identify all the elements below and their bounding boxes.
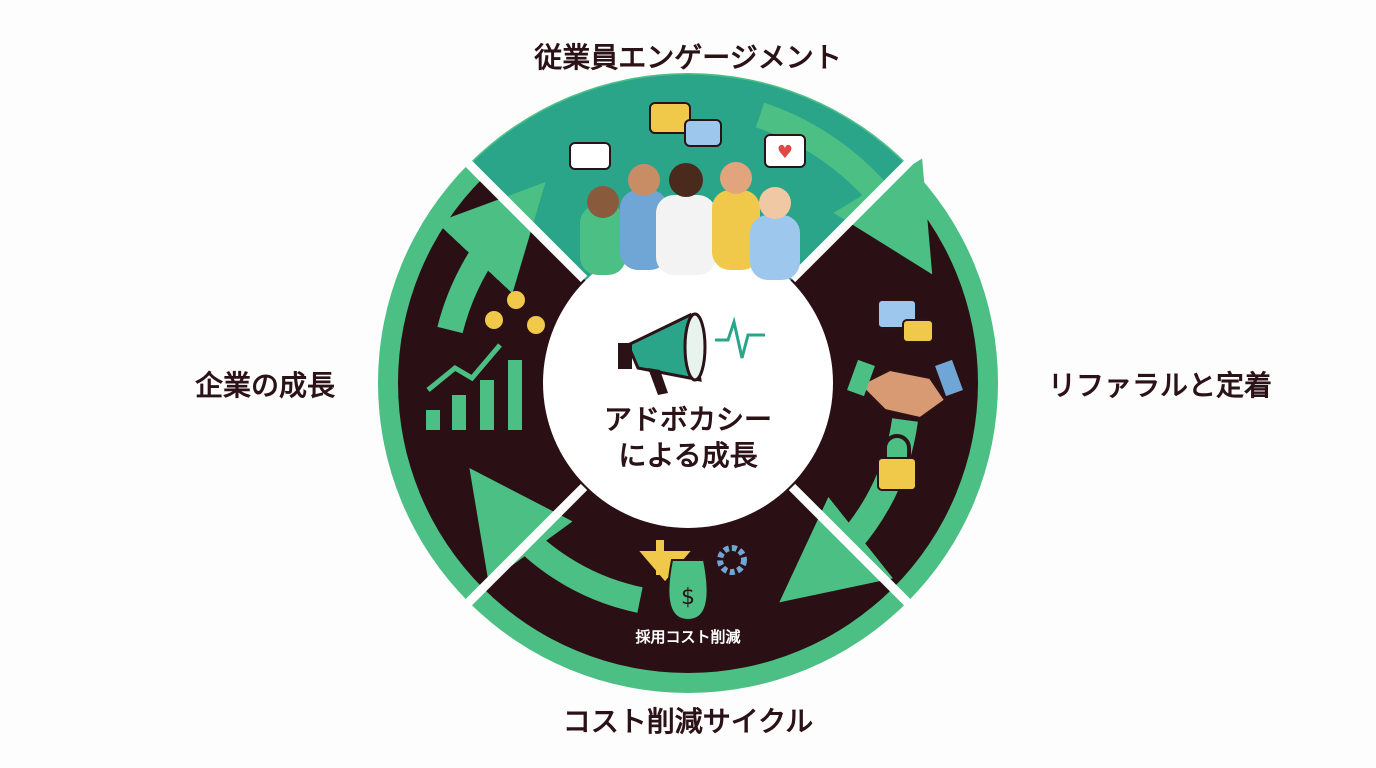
center-title: アドボカシー による成長	[568, 402, 808, 474]
center-title-line2: による成長	[618, 439, 758, 472]
hiring-cost-reduction-caption: 採用コスト削減	[635, 628, 741, 646]
people-icon: ♥	[569, 102, 806, 280]
label-employee-engagement: 従業員エンゲージメント	[534, 41, 842, 74]
megaphone-icon	[618, 312, 765, 395]
label-referral-retention: リファラルと定着	[1047, 369, 1272, 402]
svg-text:$: $	[681, 585, 695, 610]
center-title-line1: アドボカシー	[603, 403, 772, 436]
gear-icon	[717, 545, 747, 575]
handshake-icon	[847, 299, 963, 420]
center-circle	[543, 238, 833, 528]
label-cost-reduction-cycle: コスト削減サイクル	[562, 705, 814, 738]
money-bag-icon: $	[639, 540, 709, 622]
lock-icon	[877, 434, 917, 491]
arrow-left-top	[436, 182, 546, 334]
arrow-right-bottom	[779, 418, 918, 603]
dividers	[458, 153, 918, 613]
growth-chart-icon	[426, 291, 545, 430]
svg-text:♥: ♥	[777, 142, 793, 163]
label-company-growth: 企業の成長	[194, 369, 335, 402]
arrow-bottom-left	[469, 467, 643, 613]
arrow-top-right	[755, 102, 933, 275]
